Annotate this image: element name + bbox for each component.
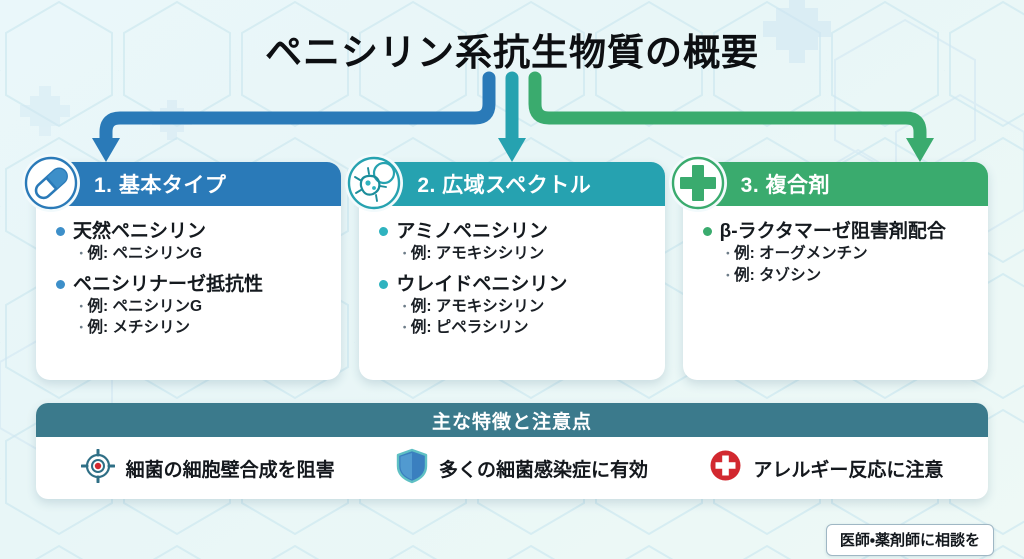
item-example: ･例: メチシリン — [78, 317, 327, 338]
bullet-dot — [56, 227, 65, 236]
feature-label: 細菌の細胞壁合成を阻害 — [125, 459, 335, 481]
item-example: ･例: アモキシシリン — [401, 243, 650, 264]
feature-item[interactable]: アレルギー反応に注意 — [709, 449, 943, 487]
sub-bullet-icon: ･ — [78, 246, 85, 262]
consult-doctor-badge[interactable]: 医師・薬剤師に相談を — [825, 524, 994, 556]
bullet-dot — [379, 279, 389, 289]
item-example: ･例: アモキシシリン — [401, 296, 650, 317]
bullet-dot — [702, 227, 712, 236]
list-item: ウレイドペニシリン ･例: アモキシシリン ･例: ピペラシリン — [379, 273, 650, 339]
list-item: β-ラクタマーゼ阻害剤配合 ･例: オーグメンチン ･例: タゾシン — [702, 220, 974, 286]
example-text: 例: アモキシシリン — [410, 245, 545, 263]
decorative-plus-icon — [152, 100, 192, 140]
list-item: ペニシリナーゼ抵抗性 ･例: ペニシリンG ･例: メチシリン — [56, 273, 327, 339]
item-label-row: ペニシリナーゼ抵抗性 — [56, 273, 327, 296]
list-item: アミノペニシリン ･例: アモキシシリン — [379, 220, 650, 265]
card-heading: 2. 広域スペクトル — [359, 162, 665, 206]
item-label-row: ウレイドペニシリン — [379, 273, 650, 296]
bullet-dot — [56, 279, 65, 289]
bacteria-microscope-icon — [345, 154, 404, 212]
sub-bullet-icon: ･ — [724, 246, 732, 262]
card-body: アミノペニシリン ･例: アモキシシリン ウレイドペニシリン ･例: アモキシシ… — [359, 206, 664, 380]
sub-bullet-icon: ･ — [401, 298, 408, 314]
features-heading: 主な特徴と注意点 — [36, 403, 988, 437]
features-list: 細菌の細胞壁合成を阻害 多くの細菌感染症に有効 — [36, 437, 988, 499]
shield-icon — [396, 448, 428, 489]
item-example: ･例: ペニシリンG — [78, 243, 327, 264]
example-text: 例: ピペラシリン — [410, 319, 529, 337]
feature-label: アレルギー反応に注意 — [753, 459, 944, 481]
card-combination-drugs[interactable]: 3. 複合剤 β-ラクタマーゼ阻害剤配合 ･例: オーグメンチン ･例: タゾシ… — [668, 154, 988, 380]
decorative-plus-icon — [20, 86, 70, 136]
red-cross-alert-icon — [709, 449, 742, 487]
item-label-row: β-ラクタマーゼ阻害剤配合 — [702, 220, 974, 243]
item-label: アミノペニシリン — [396, 221, 548, 242]
sub-bullet-icon: ･ — [78, 298, 85, 314]
sub-bullet-icon: ･ — [401, 246, 408, 262]
item-example: ･例: ペニシリンG — [78, 296, 327, 317]
card-basic-types[interactable]: 1. 基本タイプ 天然ペニシリン ･例: ペニシリンG ペニシリナーゼ抵抗性 ･… — [22, 154, 342, 380]
list-item: 天然ペニシリン ･例: ペニシリンG — [56, 220, 327, 265]
item-example: ･例: ピペラシリン — [401, 317, 650, 338]
feature-label: 多くの細菌感染症に有効 — [438, 459, 648, 481]
crosshair-target-icon — [80, 448, 116, 488]
bullet-dot — [379, 227, 389, 236]
example-text: 例: タゾシン — [734, 266, 822, 284]
card-broad-spectrum[interactable]: 2. 広域スペクトル アミノペニシリン ･例: アモキシシリン ウレイドペニシリ… — [345, 154, 665, 380]
item-example: ･例: タゾシン — [725, 265, 974, 286]
item-label-row: 天然ペニシリン — [56, 220, 327, 243]
example-text: 例: アモキシシリン — [410, 297, 545, 315]
card-body: β-ラクタマーゼ阻害剤配合 ･例: オーグメンチン ･例: タゾシン — [683, 206, 988, 380]
card-body: 天然ペニシリン ･例: ペニシリンG ペニシリナーゼ抵抗性 ･例: ペニシリンG… — [36, 206, 341, 380]
sub-bullet-icon: ･ — [724, 267, 732, 283]
page-title: ペニシリン系抗生物質の概要 — [265, 32, 759, 73]
example-text: 例: ペニシリンG — [87, 245, 203, 263]
item-label: 天然ペニシリン — [73, 221, 207, 242]
sub-bullet-icon: ･ — [78, 320, 85, 336]
item-label: ウレイドペニシリン — [396, 273, 568, 295]
example-text: 例: オーグメンチン — [734, 245, 868, 263]
item-label: β-ラクタマーゼ阻害剤配合 — [719, 221, 946, 242]
example-text: 例: メチシリン — [87, 319, 190, 337]
card-heading: 3. 複合剤 — [682, 162, 988, 206]
feature-item[interactable]: 細菌の細胞壁合成を阻害 — [80, 448, 335, 488]
item-example: ･例: オーグメンチン — [725, 243, 974, 264]
features-panel: 主な特徴と注意点 細菌の細胞 — [36, 403, 988, 499]
item-label: ペニシリナーゼ抵抗性 — [73, 273, 264, 295]
pill-capsule-icon — [22, 154, 80, 212]
item-label-row: アミノペニシリン — [379, 220, 650, 243]
card-row: 1. 基本タイプ 天然ペニシリン ･例: ペニシリンG ペニシリナーゼ抵抗性 ･… — [22, 154, 988, 380]
feature-item[interactable]: 多くの細菌感染症に有効 — [396, 448, 648, 489]
card-heading: 1. 基本タイプ — [36, 162, 342, 206]
example-text: 例: ペニシリンG — [87, 297, 203, 315]
medical-cross-icon — [668, 154, 727, 212]
sub-bullet-icon: ･ — [401, 320, 408, 336]
